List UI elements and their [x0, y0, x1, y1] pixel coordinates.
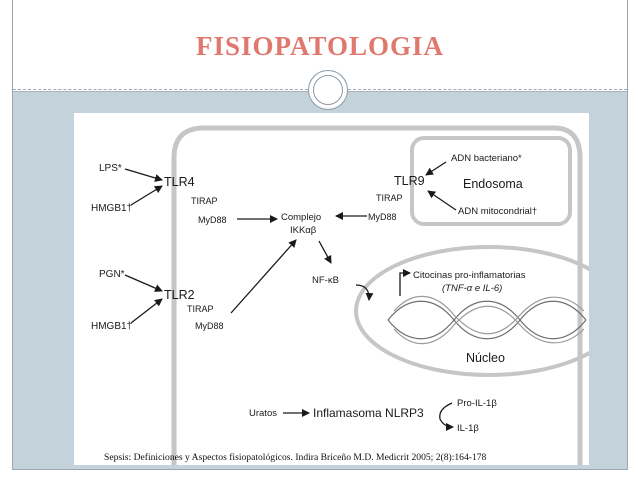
- arrow-lps-tlr4: [124, 168, 163, 182]
- arrow-adn-bacteriano-tlr9: [425, 161, 447, 176]
- arrow-pgn-tlr2: [124, 274, 163, 292]
- label-tirap-tlr9: TIRAP: [376, 193, 403, 203]
- label-complejo: Complejo: [281, 212, 321, 223]
- label-inflamasoma: Inflamasoma NLRP3: [313, 406, 424, 420]
- slide-title: FISIOPATOLOGIA: [195, 31, 445, 61]
- label-pgn: PGN*: [99, 269, 125, 280]
- label-nfkb: NF-κB: [312, 275, 339, 286]
- citation: Sepsis: Definiciones y Aspectos fisiopat…: [104, 452, 487, 463]
- label-myd88-tlr2: MyD88: [195, 321, 224, 331]
- header-divider-right: [348, 89, 627, 90]
- label-nucleo: Núcleo: [466, 351, 505, 365]
- endosome-compartment: [410, 136, 572, 226]
- label-tirap-tlr2: TIRAP: [187, 304, 214, 314]
- cell-membrane: [171, 125, 583, 465]
- arrow-myd88-tlr2-complejo: [230, 239, 297, 314]
- dna-helix: [387, 295, 587, 345]
- label-pro-il: Pro-IL-1β: [457, 398, 497, 409]
- circle-ornament: [308, 70, 348, 110]
- arrow-complejo-nfkb: [318, 240, 332, 264]
- label-adn-bacteriano: ADN bacteriano*: [451, 153, 522, 164]
- label-il1b: IL-1β: [457, 423, 479, 434]
- arrow-hmgb1-tlr4: [130, 185, 163, 206]
- label-tnf: (TNF-α e IL-6): [442, 283, 502, 294]
- label-endosoma: Endosoma: [463, 177, 523, 191]
- arrow-pro-il-il1b: [439, 402, 454, 431]
- label-hmgb1-top: HMGB1†: [91, 203, 132, 214]
- label-tlr9: TLR9: [394, 174, 425, 188]
- diagram-panel: LPS* HMGB1† TLR4 TIRAP MyD88 PGN* HMGB1†…: [74, 113, 589, 465]
- header-divider-left: [13, 89, 308, 90]
- arrow-transcription-start: [399, 269, 411, 296]
- slide-frame: FISIOPATOLOGIA: [12, 0, 628, 470]
- label-myd88-tlr9: MyD88: [368, 212, 397, 222]
- label-tlr4: TLR4: [164, 175, 195, 189]
- arrow-hmgb1-tlr2: [130, 298, 163, 324]
- label-adn-mitocondrial: ADN mitocondrial†: [458, 206, 537, 217]
- circle-ornament-inner: [313, 75, 343, 105]
- label-uratos: Uratos: [249, 408, 277, 419]
- arrow-adn-mitocondrial-tlr9: [427, 190, 457, 211]
- label-tlr2: TLR2: [164, 288, 195, 302]
- arrow-nfkb-nucleus: [355, 284, 374, 301]
- label-tirap-tlr4: TIRAP: [191, 196, 218, 206]
- label-hmgb1-bottom: HMGB1†: [91, 321, 132, 332]
- label-myd88-tlr4: MyD88: [198, 215, 227, 225]
- nucleus-envelope: [354, 245, 589, 377]
- pathway-diagram: LPS* HMGB1† TLR4 TIRAP MyD88 PGN* HMGB1†…: [91, 125, 589, 465]
- label-lps: LPS*: [99, 163, 122, 174]
- label-citocinas: Citocinas pro-inflamatorias: [413, 270, 526, 281]
- label-ikk: IKKαβ: [290, 225, 317, 236]
